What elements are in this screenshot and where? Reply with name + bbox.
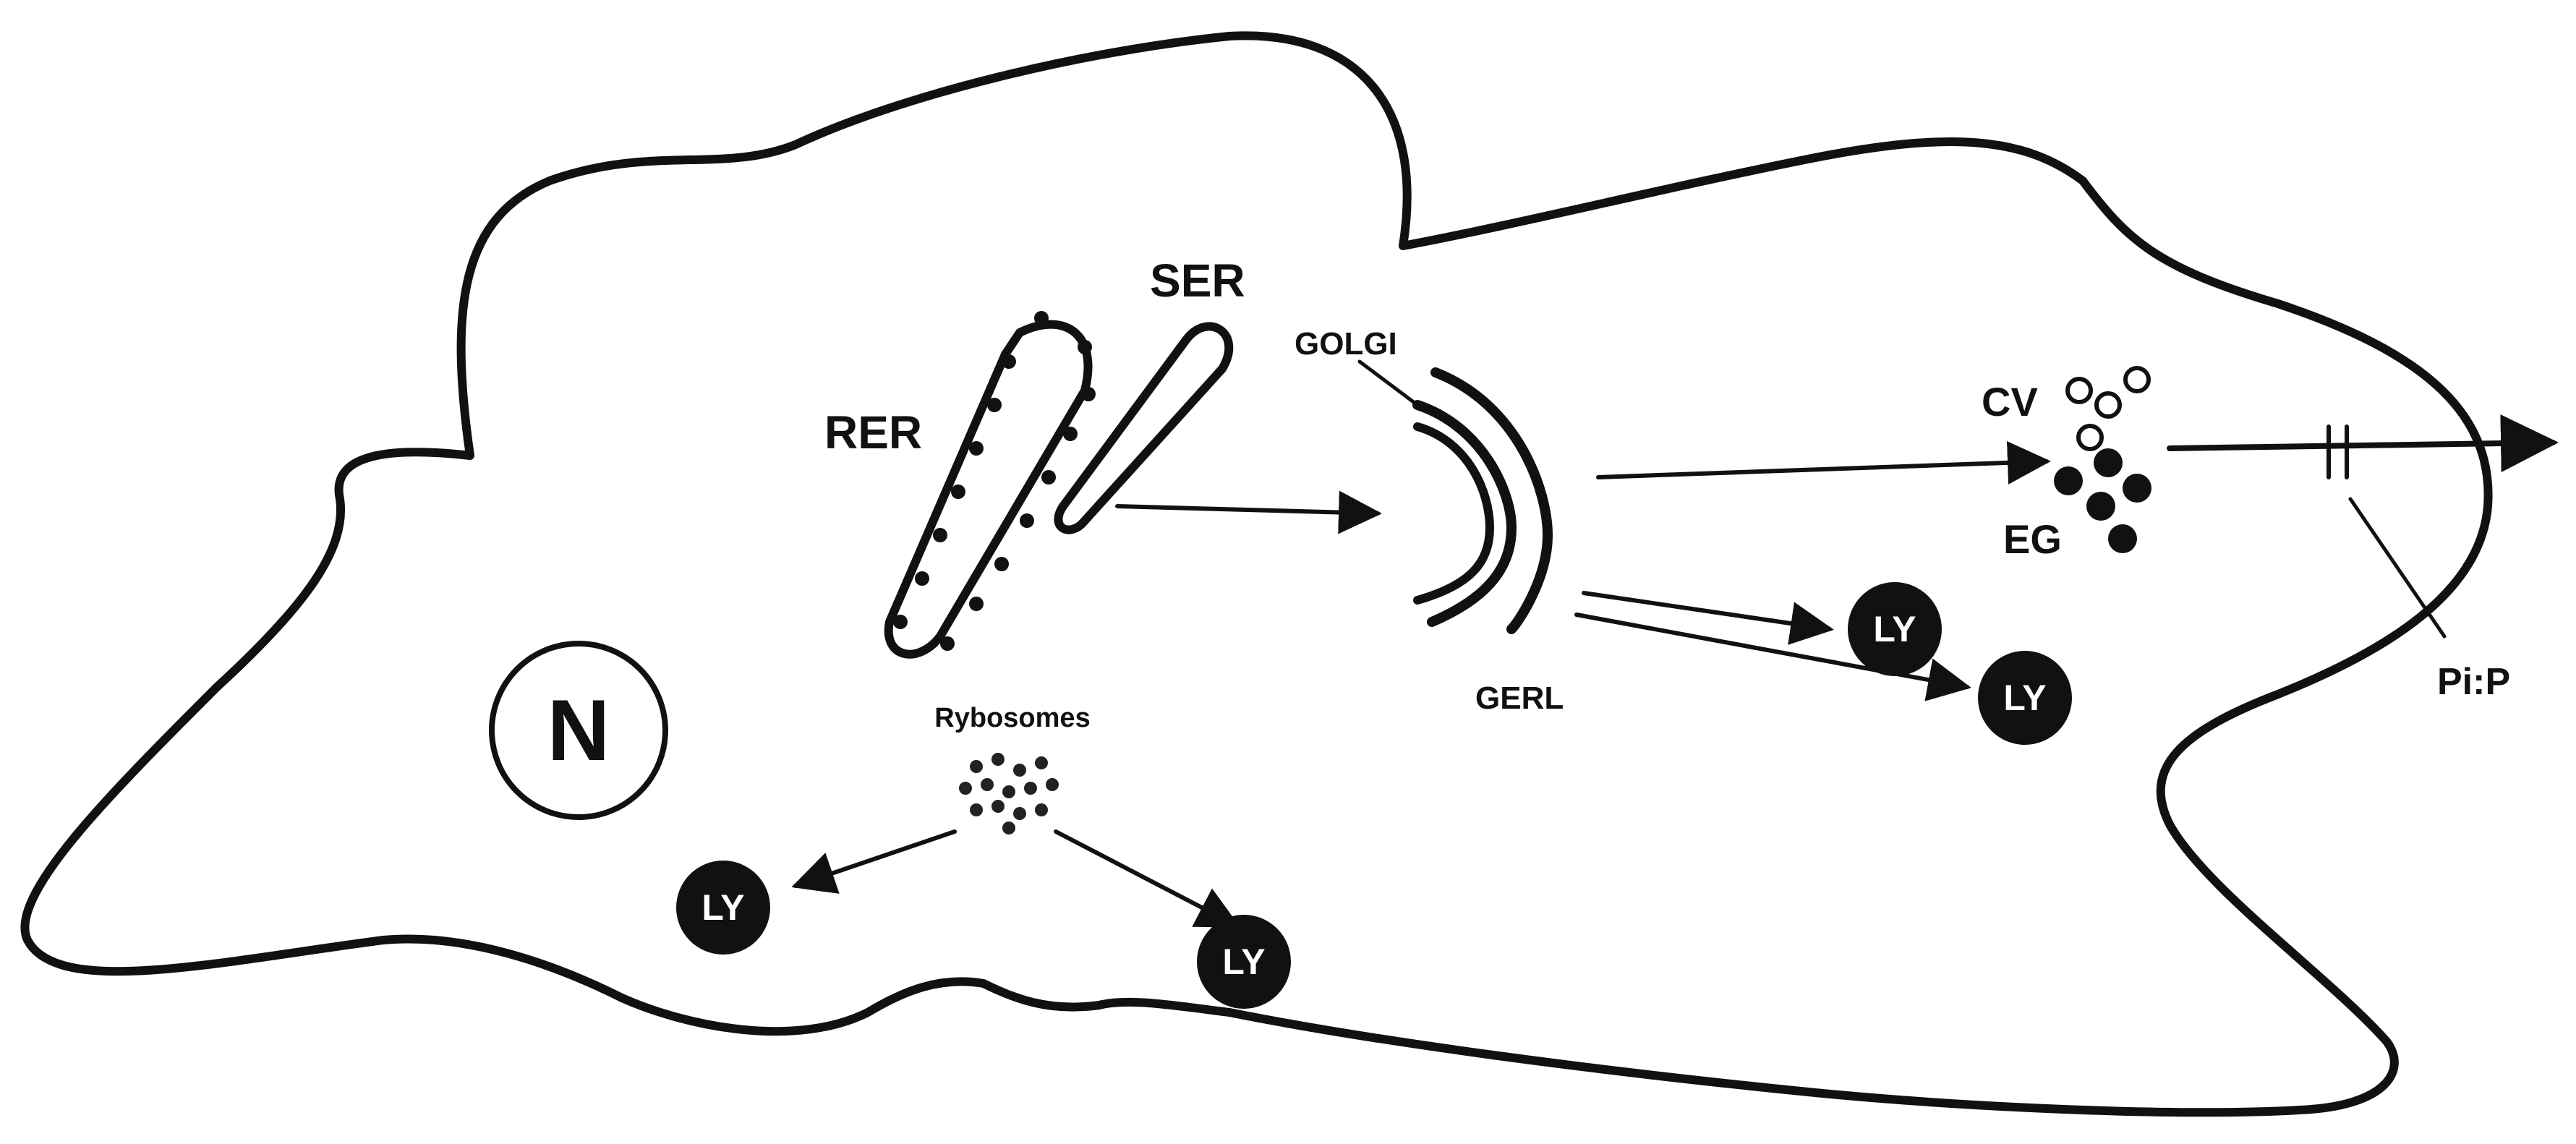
exocytotic-granule [2054, 466, 2083, 495]
rer: RER [824, 311, 1096, 659]
condensing-vesicle [2123, 366, 2151, 393]
lysosome-body [1848, 582, 1942, 676]
ribosome-to-lysosome-arrow-2 [1054, 829, 1241, 928]
lysosome: LY [1978, 651, 2072, 745]
condensing-vesicle [2094, 391, 2122, 419]
geril-label: GERL [1475, 680, 1564, 716]
lysosome-label: LY [1873, 609, 1916, 649]
nucleus: N [489, 641, 668, 820]
nucleus-circle [489, 641, 668, 820]
nucleus-label: N [547, 682, 610, 779]
golgi-cisterna-outer [1430, 367, 1553, 634]
rer-body [884, 320, 1093, 659]
lysosome-label: LY [1222, 942, 1265, 982]
golgi-label: GOLGI [1295, 326, 1397, 362]
er-to-golgi-arrow [1115, 490, 1382, 534]
ser: SER [1054, 255, 1245, 534]
ser-label: SER [1150, 255, 1245, 307]
ribosome-cluster [959, 753, 1059, 834]
pi-p-label: Pi:P [2437, 661, 2510, 703]
lysosome-label: LY [701, 887, 744, 928]
condensing-vesicle [2076, 424, 2104, 451]
golgi-cisterna-middle [1412, 400, 1517, 627]
ser-body [1054, 322, 1234, 534]
cv-label: CV [1982, 379, 2038, 424]
golgi: GOLGI GERL [1295, 326, 1564, 716]
lysosome: LY [676, 861, 770, 955]
golgi-leader-line [1357, 359, 1420, 407]
exocytotic-granule [2108, 524, 2137, 553]
exocytotic-granule [2094, 448, 2123, 477]
exocytotic-granule [2123, 474, 2151, 503]
lysosome-label: LY [2003, 678, 2046, 718]
golgi-to-lysosome-arrow-1 [1582, 591, 1834, 645]
ribosomes-label: Rybosomes [934, 703, 1090, 733]
lysosome: LY [1197, 915, 1291, 1009]
golgi-to-vesicles-arrow [1596, 440, 2051, 485]
pi-p-leader-line [2348, 497, 2447, 639]
lysosome-body [1978, 651, 2072, 745]
ribosome-to-lysosome-arrow-1 [791, 829, 957, 894]
rer-label: RER [824, 406, 922, 458]
lysosome-body [676, 861, 770, 955]
condensing-vesicle [2065, 377, 2093, 404]
cell-membrane [20, 31, 2493, 1117]
lysosome-body [1197, 915, 1291, 1009]
rer-ribosome-dots [893, 311, 1096, 651]
free-ribosomes: Rybosomes [934, 703, 1091, 834]
golgi-cisterna-inner [1413, 422, 1494, 605]
exocytosis-arrow [2167, 414, 2559, 473]
lysosome: LY [1848, 582, 1942, 676]
eg-label: EG [2003, 516, 2062, 562]
secretory-vesicles: CV EG [1982, 366, 2151, 562]
exocytotic-granule [2086, 492, 2115, 521]
